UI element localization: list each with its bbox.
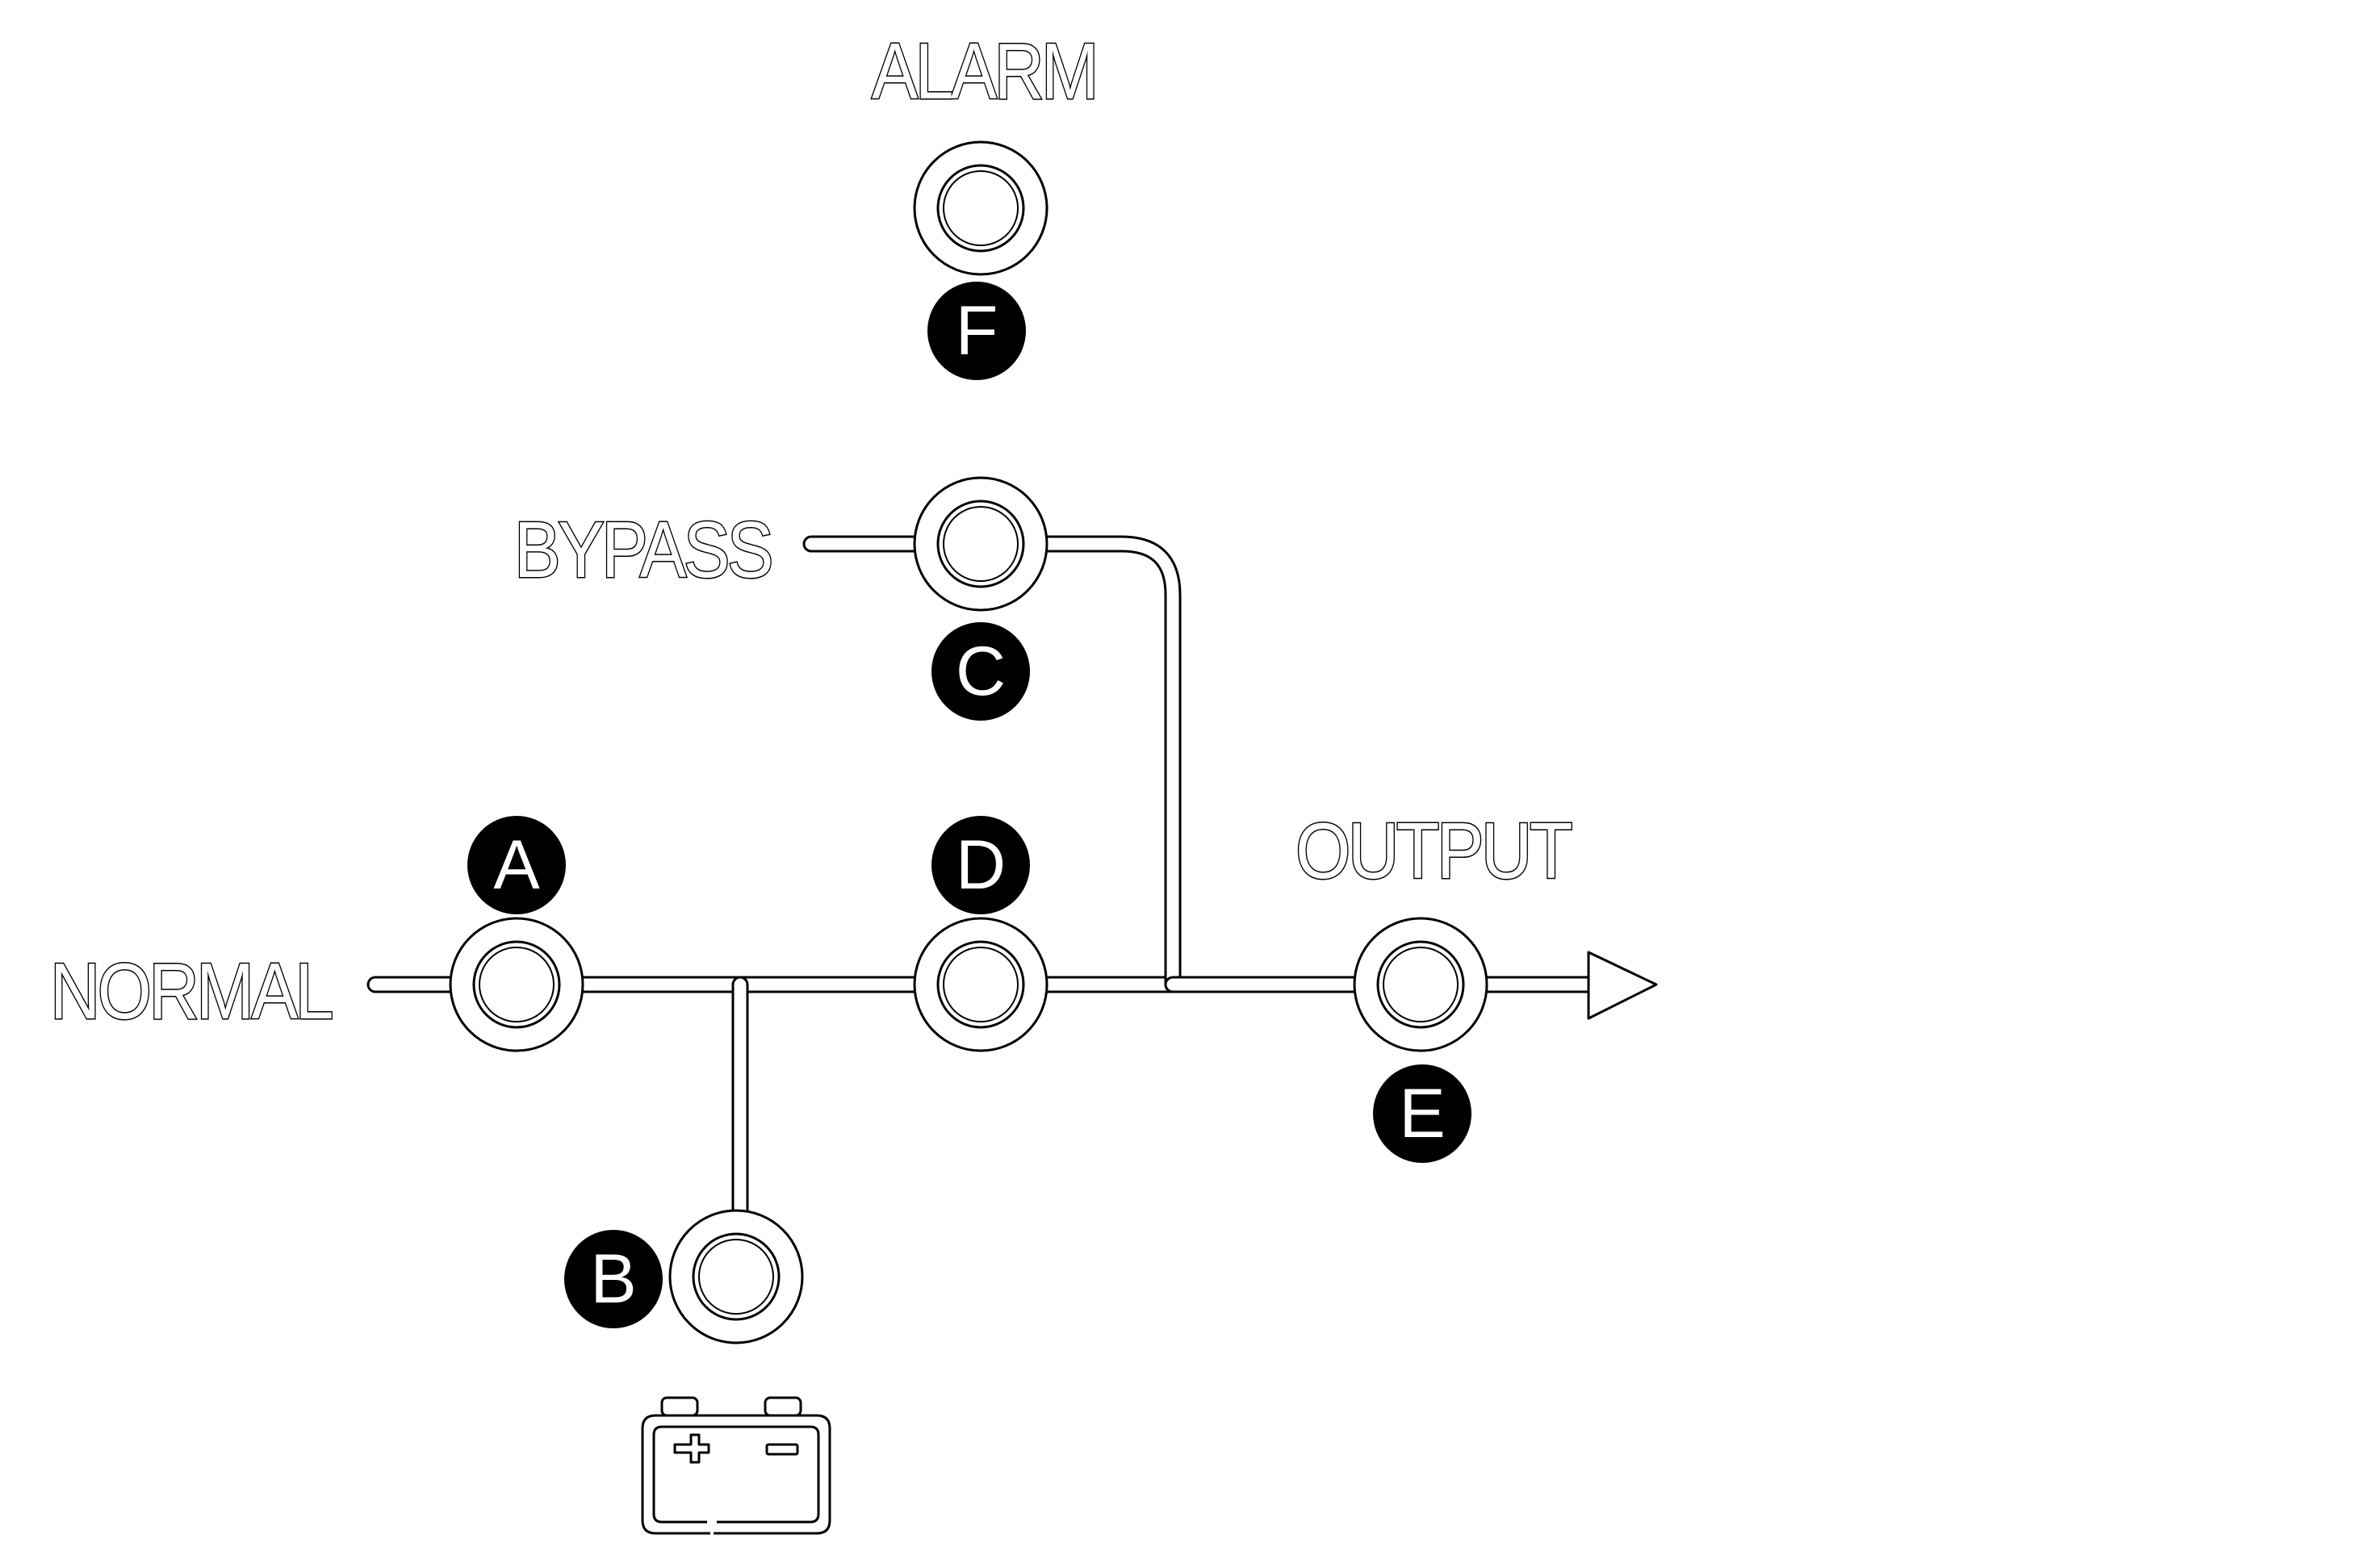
svg-text:E: E [1399,1075,1445,1152]
label-normal: NORMAL [50,947,332,1035]
svg-text:A: A [493,826,540,904]
badge-e: E [1373,1064,1471,1163]
indicator-lamp-normal [449,917,584,1052]
badge-b: B [564,1230,663,1328]
badge-f: F [927,282,1026,380]
badge-c: C [931,622,1030,721]
indicator-lamp-alarm [913,140,1049,276]
svg-text:F: F [956,292,998,370]
battery-icon [641,1396,831,1535]
indicator-lamp-battery [668,1209,804,1344]
indicator-lamp-inverter [913,917,1049,1052]
svg-text:C: C [956,633,1006,710]
indicator-lamp-bypass [913,476,1049,612]
svg-text:B: B [590,1240,636,1318]
label-bypass: BYPASS [514,505,771,594]
svg-text:D: D [956,826,1006,904]
indicator-lamp-output [1353,917,1488,1052]
badge-a: A [467,816,566,914]
badge-d: D [931,816,1030,914]
label-output: OUTPUT [1296,806,1572,895]
output-arrow-icon [1587,951,1658,1020]
label-alarm: ALARM [872,27,1096,115]
